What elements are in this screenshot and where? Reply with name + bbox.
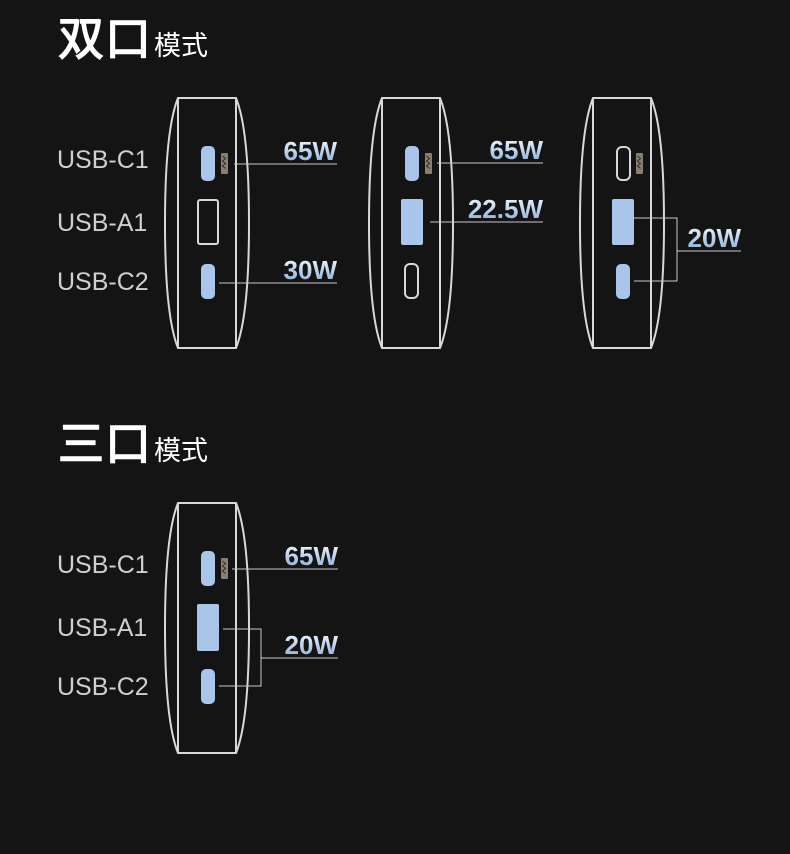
watt-label-a1: 22.5W bbox=[468, 194, 544, 224]
watt-label-c2: 30W bbox=[284, 255, 338, 285]
label-usb-c2-triple: USB-C2 bbox=[57, 673, 149, 701]
device-a1-c2-combo: 20W bbox=[578, 97, 742, 349]
lightning-icon bbox=[221, 153, 228, 174]
watt-label-c1: 65W bbox=[285, 541, 339, 571]
lightning-icon bbox=[221, 558, 228, 579]
device-triple-mode: 65W 20W bbox=[163, 502, 339, 754]
label-usb-c2-dual: USB-C2 bbox=[57, 268, 149, 296]
lightning-icon-zigzag bbox=[221, 155, 227, 169]
triple-port-mode-suffix: 模式 bbox=[154, 436, 208, 467]
watt-label-c1: 65W bbox=[490, 135, 544, 165]
dual-port-mode-suffix: 模式 bbox=[154, 31, 208, 62]
lightning-icon bbox=[425, 153, 432, 174]
usb-c1-port-active bbox=[405, 146, 419, 181]
label-usb-a1-dual: USB-A1 bbox=[57, 209, 148, 237]
usb-c1-port-inactive bbox=[616, 146, 631, 181]
watt-label-shared: 20W bbox=[285, 630, 339, 660]
usb-a1-port-active bbox=[401, 199, 423, 245]
bracket-line bbox=[219, 628, 262, 687]
label-usb-c1-triple: USB-C1 bbox=[57, 551, 149, 579]
triple-port-title: 三口 bbox=[58, 417, 152, 471]
usb-c1-port-active bbox=[201, 551, 215, 586]
watt-label-shared: 20W bbox=[688, 223, 742, 253]
label-usb-a1-triple: USB-A1 bbox=[57, 614, 148, 642]
usb-c2-port-inactive bbox=[404, 263, 419, 299]
device-c1-c2-combo: 65W 30W bbox=[163, 97, 338, 349]
lightning-icon-zigzag bbox=[636, 155, 642, 169]
dual-port-mode-heading: 双口模式 bbox=[58, 16, 208, 62]
triple-port-mode-heading: 三口模式 bbox=[58, 421, 208, 467]
usb-c2-port-active bbox=[616, 264, 630, 299]
usb-a1-port-inactive bbox=[197, 199, 219, 245]
usb-c2-port-active bbox=[201, 264, 215, 299]
lightning-icon-zigzag bbox=[425, 155, 431, 169]
usb-c2-port-active bbox=[201, 669, 215, 704]
usb-a1-port-active bbox=[612, 199, 634, 245]
bracket-line bbox=[634, 217, 678, 282]
usb-a1-port-active bbox=[197, 604, 219, 651]
lightning-icon-zigzag bbox=[221, 560, 227, 574]
lightning-icon bbox=[636, 153, 643, 174]
label-usb-c1-dual: USB-C1 bbox=[57, 146, 149, 174]
dual-port-title: 双口 bbox=[58, 12, 152, 66]
usb-c1-port-active bbox=[201, 146, 215, 181]
watt-label-c1: 65W bbox=[284, 136, 338, 166]
device-c1-a1-combo: 65W 22.5W bbox=[367, 97, 544, 349]
